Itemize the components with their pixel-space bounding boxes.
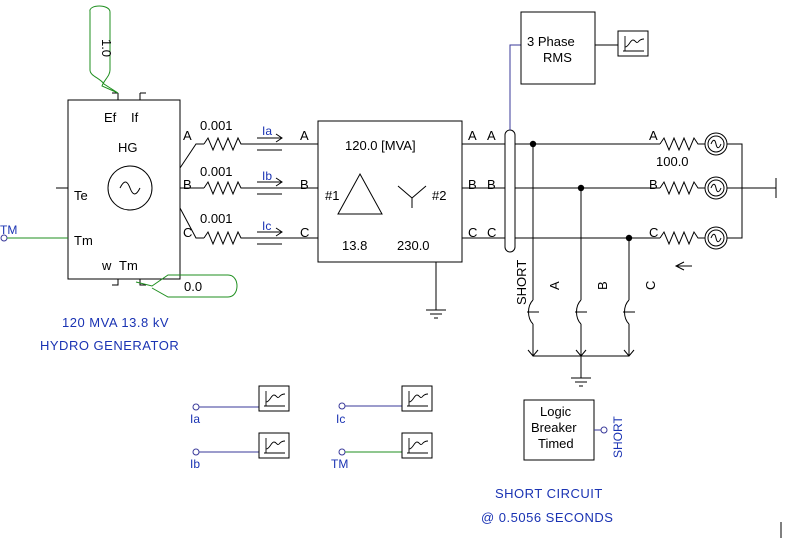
rms-line1: 3 Phase	[527, 34, 575, 49]
infinite-source: A B C 100.0	[649, 128, 777, 271]
src-phase-a: A	[649, 128, 658, 143]
meter-ia[interactable]: Ia	[190, 385, 290, 426]
meter-ic-label: Ic	[336, 412, 345, 426]
w-input-value: 0.0	[184, 279, 202, 294]
hg-label: HG	[118, 140, 138, 155]
delta-winding-icon	[337, 172, 383, 215]
transmission-bus	[462, 140, 660, 300]
transformer[interactable]: 120.0 [MVA] #1 #2 13.8 230.0	[317, 120, 463, 319]
logic-line3: Timed	[538, 436, 574, 451]
bus-a-label-1: A	[468, 128, 477, 143]
if-label: If	[131, 110, 139, 125]
transformer-rating: 120.0 [MVA]	[345, 138, 416, 153]
transformer-winding1: #1	[325, 188, 339, 203]
ac-source-icon	[107, 165, 153, 211]
current-probes: Ia Ib Ic A B C	[257, 124, 309, 245]
graph-icon	[258, 385, 290, 412]
resistor-b-value: 0.001	[200, 164, 233, 179]
probe-ic-label: Ic	[262, 219, 271, 233]
te-label: Te	[74, 188, 88, 203]
meter-tm[interactable]: TM	[331, 432, 433, 471]
wye-winding-icon	[397, 185, 427, 208]
ef-input[interactable]: 1.0	[89, 5, 119, 94]
w-input[interactable]: 0.0	[135, 274, 238, 298]
src-phase-c: C	[649, 225, 658, 240]
ef-label: Ef	[104, 110, 117, 125]
transformer-winding2: #2	[432, 188, 446, 203]
logic-breaker-timed[interactable]: Logic Breaker Timed SHORT	[523, 399, 625, 461]
meter-ib-label: Ib	[190, 457, 200, 471]
bus-c-label-1: C	[468, 225, 477, 240]
meter-ic[interactable]: Ic	[336, 385, 433, 426]
logic-line1: Logic	[540, 404, 572, 419]
line-resistors: 0.001 0.001 0.001	[200, 118, 318, 246]
rms-line2: RMS	[543, 50, 572, 65]
transformer-ground-icon	[426, 262, 446, 319]
meter-ib[interactable]: Ib	[190, 432, 290, 471]
tm-source-signal[interactable]: TM	[0, 223, 68, 242]
resistor-a-value: 0.001	[200, 118, 233, 133]
generator-caption-rating: 120 MVA 13.8 kV	[62, 315, 169, 330]
arrow-left-icon	[674, 261, 692, 271]
rms-tap	[504, 44, 521, 253]
probe-ib-label: Ib	[262, 169, 272, 183]
xfmr-in-a: A	[300, 128, 309, 143]
short-label: SHORT	[514, 260, 529, 305]
gen-phase-a: A	[183, 128, 192, 143]
probe-ia-label: Ia	[262, 124, 272, 138]
tm-source-label: TM	[0, 223, 17, 237]
bus-b-label-1: B	[468, 177, 477, 192]
transformer-v1: 13.8	[342, 238, 367, 253]
breaker-b-label: B	[595, 281, 610, 290]
rms-graph-icon[interactable]	[617, 30, 649, 57]
fault-caption-time: @ 0.5056 SECONDS	[481, 510, 613, 525]
meter-tm-label: TM	[331, 457, 348, 471]
bus-b-label-2: B	[487, 177, 496, 192]
source-c-icon	[704, 226, 728, 250]
graph-icon	[401, 432, 433, 459]
meter-ia-label: Ia	[190, 412, 200, 426]
bus-c-label-2: C	[487, 225, 496, 240]
logic-output-label: SHORT	[611, 416, 625, 458]
fault-ground-icon	[571, 356, 591, 387]
source-impedance: 100.0	[656, 154, 689, 169]
breaker-c-label: C	[643, 281, 658, 290]
graph-icon	[401, 385, 433, 412]
fault-caption-title: SHORT CIRCUIT	[495, 486, 603, 501]
xfmr-in-b: B	[300, 177, 309, 192]
source-b-icon	[704, 176, 728, 200]
source-a-icon	[704, 132, 728, 156]
ef-input-value: 1.0	[99, 39, 114, 57]
generator-caption-name: HYDRO GENERATOR	[40, 338, 179, 353]
w-label: w	[101, 258, 112, 273]
gen-phase-c: C	[183, 225, 192, 240]
xfmr-in-c: C	[300, 225, 309, 240]
hydro-generator[interactable]: Ef If HG Te Tm w Tm A B C	[56, 92, 204, 286]
rms-meter-block[interactable]: 3 Phase RMS	[520, 11, 649, 85]
fault-breakers[interactable]: SHORT A B C	[514, 260, 658, 387]
gen-phase-b: B	[183, 177, 192, 192]
breaker-a-label: A	[547, 281, 562, 290]
logic-line2: Breaker	[531, 420, 577, 435]
bus-a-label-2: A	[487, 128, 496, 143]
resistor-c-value: 0.001	[200, 211, 233, 226]
transformer-v2: 230.0	[397, 238, 430, 253]
src-phase-b: B	[649, 177, 658, 192]
tm-label: Tm	[74, 233, 93, 248]
graph-icon	[258, 432, 290, 459]
tm-out-label: Tm	[119, 258, 138, 273]
